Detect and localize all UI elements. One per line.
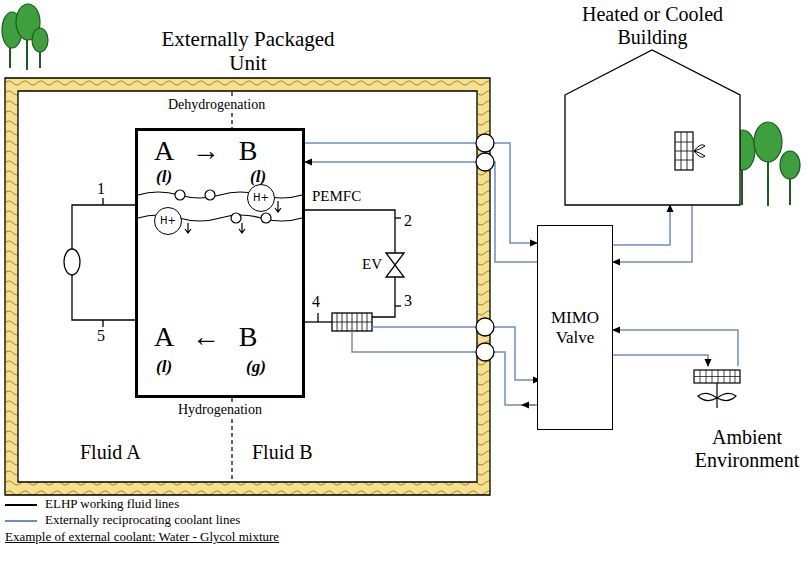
house-outline-part [675,132,693,170]
cell-text: (g) [246,357,266,377]
pump-circle-part [476,343,494,361]
fluid-label: Fluid B [252,441,313,464]
ambient-heat-exchanger [688,366,806,426]
box-label: H+ [248,192,274,204]
cell-text: PEMFC [312,188,361,205]
coolant-connector [305,162,537,262]
trees-part [32,28,48,52]
trees-part [780,151,800,179]
callout-number: 2 [404,212,412,230]
pump-circle [476,134,494,361]
callout-number: 5 [97,327,105,345]
coolant-line-part [372,327,540,380]
packaged-unit-box: Externally Packaged UnitA → B(l)(l)A ← B… [5,78,490,495]
box-label: MIMO Valve [538,308,612,347]
working-fluid-line-part [305,210,395,317]
legend-sample-line [5,520,37,522]
working-fluid-line [72,198,135,327]
house-outline-part [694,145,705,157]
heat-exchanger-symbol-part-part [332,322,372,323]
membrane-drawing-part-part [138,192,302,198]
ambient-heat-exchanger-part [694,370,740,383]
heat-exchanger-symbol-part [332,313,372,331]
cell-text: (l) [156,357,172,377]
working-fluid-line-part [72,205,135,320]
heat-exchanger-symbol-part [332,313,372,331]
membrane-drawing-part-part [205,190,215,200]
working-fluid-line [305,210,401,322]
membrane-drawing-part-part [231,213,241,223]
callout-number: 1 [97,180,105,198]
legend-sample-line [5,504,37,506]
legend-text: ELHP working fluid lines [45,497,179,512]
ambient-heat-exchanger-part [694,370,740,383]
ambient-heat-exchanger-part [716,383,717,408]
proton-circle: H+ [154,207,182,235]
unit-housing-part [5,78,490,495]
working-fluid-line-part [102,320,103,327]
box-label: H+ [155,215,181,227]
coolant-connector [305,143,537,243]
working-fluid-line-part [395,217,401,218]
cell-text: (l) [156,167,172,187]
cell-text: A → B [154,135,257,167]
membrane-drawing-part-part [175,190,185,200]
fuel-cell-box: A → B(l)(l)A ← B(l)(g)PEMFCH+H+ [135,128,305,398]
coolant-line [352,327,540,405]
ambient-environment: Ambient Environment [688,366,806,478]
heading-text: Ambient Environment [688,426,806,472]
cell-text: A ← B [154,321,257,353]
working-fluid-line-part [395,305,401,306]
house-outline-part [565,50,740,205]
mimo-valve-box: MIMO Valve [537,225,613,430]
coolant-connector [613,205,670,245]
house-outline-part [675,132,693,170]
expansion-valve-symbol-part [386,253,404,277]
proton-circle: H+ [247,184,275,212]
fluid-label: Fluid A [80,441,141,464]
pump-symbol-part [64,249,80,275]
heat-exchanger-symbol [332,313,372,331]
working-fluid-line-part [102,198,103,205]
coolant-connector [613,330,738,366]
membrane-drawing-part-part [275,201,281,212]
membrane-drawing-part-part [185,223,191,233]
process-label: Hydrogenation [176,402,264,418]
pump-circle-part [476,318,494,336]
heading-text: Externally Packaged Unit [143,27,353,75]
legend-text: Externally reciprocating coolant lines [45,513,240,528]
trees-part [754,122,782,162]
building-shape: Heated or Cooled Building [565,50,740,205]
house-outline [565,50,740,205]
coolant-line-part [352,331,540,405]
component-label: EV [362,256,382,273]
note-text: Example of external coolant: Water - Gly… [5,530,279,545]
pump-circle-part [476,153,494,171]
callout-number: 4 [312,293,320,311]
working-fluid-line-part [317,313,318,322]
heading-text: Heated or Cooled Building [570,3,735,49]
callout-number: 3 [404,292,412,310]
pump-circle-part [476,134,494,152]
expansion-valve-symbol [386,253,404,277]
coolant-line-part [522,404,535,406]
trees [731,122,800,206]
membrane-drawing-part-part [239,223,245,233]
process-label: Dehydrogenation [166,97,267,113]
trees [2,4,48,70]
pump-symbol [64,249,80,275]
coolant-connector [613,355,708,366]
ambient-heat-exchanger-part [698,393,736,400]
coolant-connector [613,205,692,262]
membrane-drawing-part-part [261,213,271,223]
